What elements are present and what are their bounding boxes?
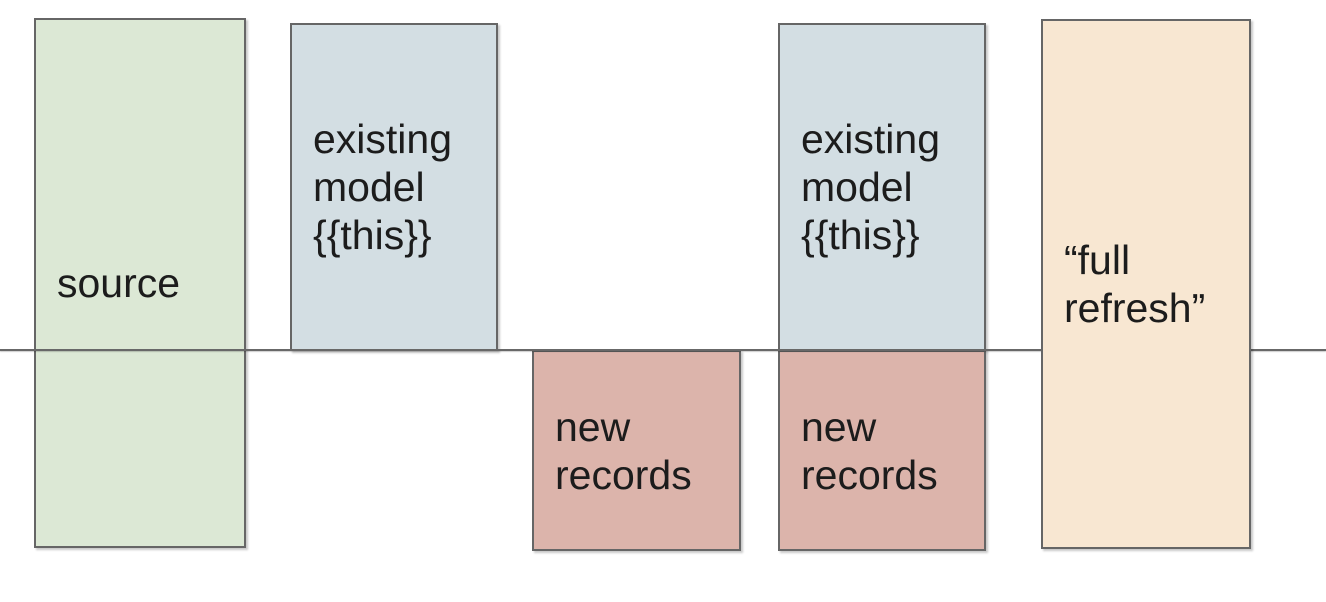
source-box-label: source (57, 260, 181, 306)
source-box: source (34, 18, 246, 548)
new-records-box-right: new records (778, 350, 986, 551)
existing-model-box-left-label: existing model {{this}} (313, 116, 453, 258)
new-records-box-right-label: new records (801, 403, 938, 498)
existing-model-box-right-label: existing model {{this}} (801, 116, 941, 258)
full-refresh-box-label: “full refresh” (1064, 237, 1206, 331)
existing-model-box-left: existing model {{this}} (290, 23, 498, 351)
new-records-box-left: new records (532, 350, 741, 551)
existing-model-box-right: existing model {{this}} (778, 23, 986, 351)
full-refresh-box: “full refresh” (1041, 19, 1251, 549)
new-records-box-left-label: new records (555, 403, 692, 498)
timeline-divider-line (0, 349, 1326, 351)
